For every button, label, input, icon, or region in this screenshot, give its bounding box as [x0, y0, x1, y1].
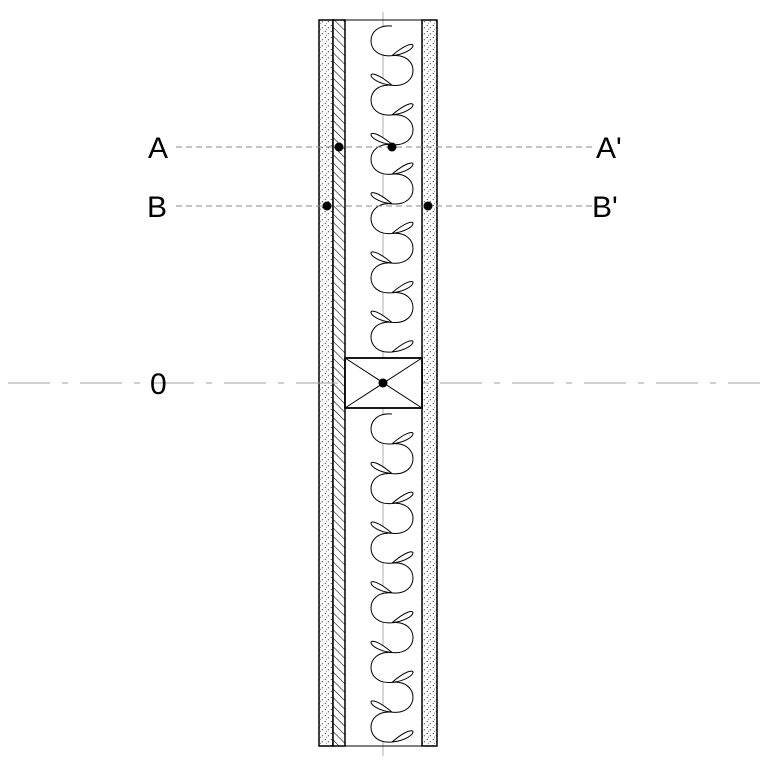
label-a: A	[148, 132, 168, 165]
point-a-inner	[387, 142, 397, 152]
label-b-prime: B'	[592, 191, 618, 224]
label-b: B	[147, 191, 167, 224]
point-zero	[378, 378, 388, 388]
point-b-outer	[322, 201, 332, 211]
insulation-batt-upper	[370, 25, 414, 353]
point-b-inner	[423, 201, 433, 211]
label-zero: 0	[150, 368, 167, 401]
point-a-outer	[334, 142, 344, 152]
insulation-batt-lower	[370, 413, 414, 743]
label-a-prime: A'	[596, 132, 622, 165]
